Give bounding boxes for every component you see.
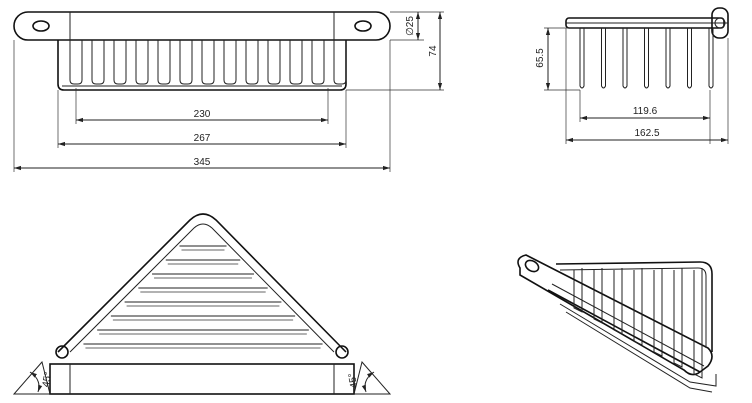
wall-wedge-left [12,360,51,395]
front-basket [57,40,347,91]
top-frame-outer [57,213,347,353]
dim-162-5: 162.5 [634,128,659,139]
top-view: 45° 45° [12,213,392,395]
perspective-view [517,254,717,393]
dim-65-5: 65.5 [535,48,546,68]
angle-right: 45° [347,372,360,389]
front-mount-hole-right [354,20,372,32]
dim-230: 230 [194,109,211,120]
perspective-rail [517,254,713,376]
side-view: 65.5 119.6 162.5 [535,7,729,144]
perspective-wires [573,268,703,379]
perspective-mount-hole [524,259,540,273]
dim-119-6: 119.6 [633,106,658,117]
front-mount-hole-left [32,20,50,32]
top-wires [83,245,323,349]
top-base-rail [49,363,355,395]
wall-wedge-right [353,360,392,395]
dim-diameter-25: ∅25 [405,16,416,36]
perspective-basket-rim [555,261,713,352]
angle-left: 45° [41,371,54,388]
side-wires [579,28,714,89]
dim-74: 74 [428,45,439,57]
front-view: 230 267 345 ∅25 74 [13,11,444,172]
dim-267: 267 [194,133,211,144]
dim-345: 345 [194,157,211,168]
front-wires [69,40,347,85]
top-frame-inner [69,223,335,353]
